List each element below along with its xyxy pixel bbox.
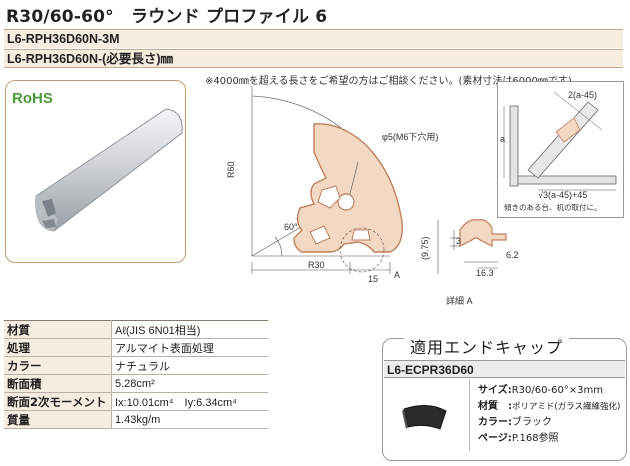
end-cap-row-material: 材質 :ポリアミド(ガラス繊維強化) <box>478 397 620 412</box>
spec-key: 材質 <box>4 320 112 339</box>
dim-975-label: (9.75) <box>420 236 430 260</box>
spec-value: Aℓ(JIS 6N01相当) <box>111 320 268 339</box>
cross-section-drawing: φ5(M6下穴用) R60 60° R30 15 A <box>226 86 438 284</box>
r60-label: R60 <box>226 161 236 178</box>
spec-key: 処理 <box>4 338 112 357</box>
inset-dim-bottom: √3(a-45)+45 <box>538 190 587 200</box>
mounting-diagram: 2(a-45) a √3(a-45)+45 <box>500 90 617 200</box>
section-a-label: A <box>394 270 400 280</box>
end-cap-image <box>384 379 470 451</box>
end-cap-part-number: L6-ECPR36D60 <box>384 360 625 378</box>
row-key: カラー: <box>478 417 512 428</box>
spec-value: Ix:10.01cm⁴ Iy:6.34cm⁴ <box>111 392 268 411</box>
row-value: P.168参照 <box>511 433 559 444</box>
row-value: ポリアミド(ガラス繊維強化) <box>512 402 621 412</box>
end-cap-row-size: サイズ:R30/60-60°×3mm <box>478 381 603 396</box>
spec-key: カラー <box>4 356 112 375</box>
row-value: ブラック <box>512 417 552 428</box>
part-number-3m: L6-RPH36D60N-3M <box>4 29 623 48</box>
dim-62-label: 6.2 <box>506 250 519 260</box>
row-key: サイズ: <box>478 385 512 396</box>
end-cap-row-color: カラー:ブラック <box>478 413 552 428</box>
dim-3-label: 3 <box>456 236 461 246</box>
spec-value: ナチュラル <box>111 356 268 375</box>
angle-label: 60° <box>284 222 298 232</box>
end-cap-row-page: ページ:P.168参照 <box>478 429 559 444</box>
dim-15-label: 15 <box>368 274 378 284</box>
spec-value: 1.43kg/m <box>111 410 268 429</box>
row-key: ページ: <box>478 433 512 444</box>
rohs-badge: RoHS <box>12 90 53 107</box>
slot-detail-shape <box>459 219 507 247</box>
spec-key: 断面積 <box>4 374 112 393</box>
r30-label: R30 <box>308 260 325 270</box>
detail-a-label: 詳細 A <box>446 295 473 306</box>
mounting-example-inset: 2(a-45) a √3(a-45)+45 <box>497 81 624 218</box>
detail-circle <box>339 227 385 273</box>
row-value: R30/60-60°×3mm <box>511 385 604 396</box>
length-note: ※4000㎜を超える長さをご希望の方はご相談ください。(素材寸法は6000㎜です… <box>205 76 572 87</box>
inset-caption: 傾きのある台、机の取付に。 <box>504 203 602 212</box>
detail-a-drawing: (9.75) 3 6.2 16.3 詳細 A <box>420 219 519 306</box>
spec-value: 5.28cm² <box>111 374 268 393</box>
mounting-hole <box>337 193 355 211</box>
angle-arc <box>274 236 283 257</box>
profile-rendering-image <box>35 108 183 232</box>
spec-key: 断面2次モーメント <box>4 392 112 411</box>
dim-163-label: 16.3 <box>476 268 494 278</box>
table-row: カラーナチュラル <box>4 356 268 375</box>
profile-outline <box>293 123 403 253</box>
spec-key: 質量 <box>4 410 112 429</box>
inset-dim-a: a <box>500 134 505 144</box>
row-key: 材質 : <box>478 401 512 412</box>
product-photo <box>5 80 186 263</box>
end-cap-heading: 適用エンドキャップ <box>404 334 570 358</box>
spec-value: アルマイト表面処理 <box>111 338 268 357</box>
end-cap-shape <box>402 405 447 430</box>
table-row: 処理アルマイト表面処理 <box>4 338 268 357</box>
page-title: R30/60-60° ラウンド プロファイル 6 <box>6 7 328 27</box>
part-number-custom: L6-RPH36D60N-(必要長さ)㎜ <box>4 49 623 68</box>
hole-label: φ5(M6下穴用) <box>382 131 438 142</box>
inset-dim-top: 2(a-45) <box>568 90 597 100</box>
